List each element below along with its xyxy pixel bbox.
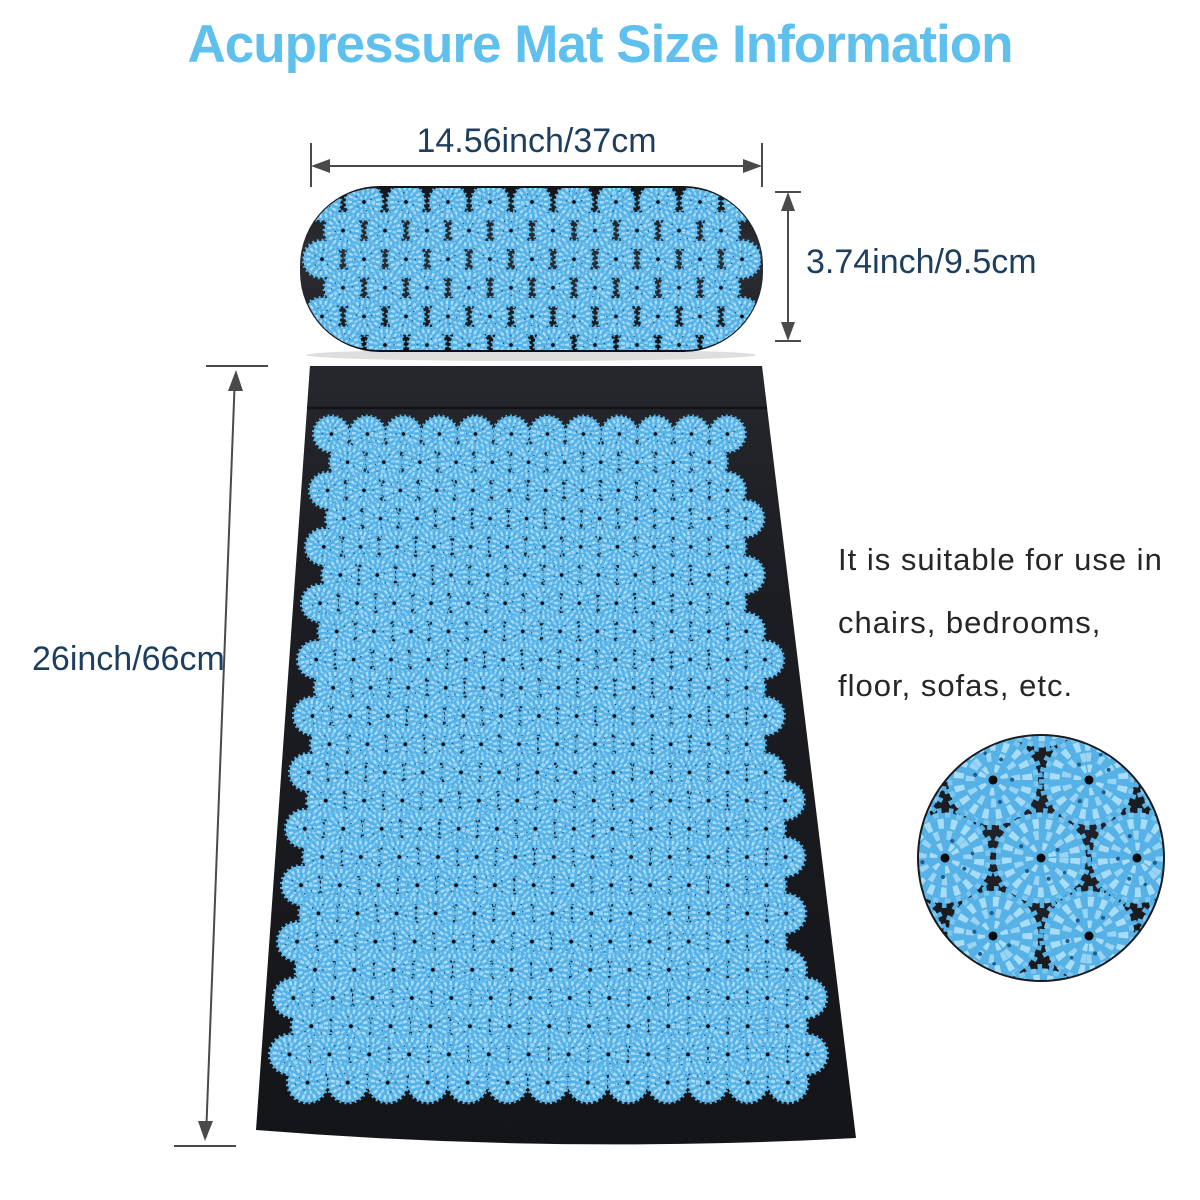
suitability-line-2: chairs, bedrooms, [838,605,1102,640]
suitability-line-3: floor, sofas, etc. [838,668,1074,703]
pillow-width-dimension-arrow [310,143,763,187]
pillow-width-label: 14.56inch/37cm [416,122,657,160]
suitability-text: It is suitable for use in chairs, bedroo… [838,528,1198,717]
pillow-image [300,186,763,361]
mat-image [256,366,856,1145]
mat-top-hem [307,366,767,408]
pillow-height-dimension-arrow [775,191,801,342]
mat-height-dimension-arrow [174,365,268,1147]
page-title: Acupressure Mat Size Information [187,15,1013,74]
pillow-height-label: 3.74inch/9.5cm [806,243,1037,281]
zoom-detail-circle [917,734,1165,982]
mat-height-label: 26inch/66cm [32,640,225,678]
suitability-line-1: It is suitable for use in [838,542,1163,577]
